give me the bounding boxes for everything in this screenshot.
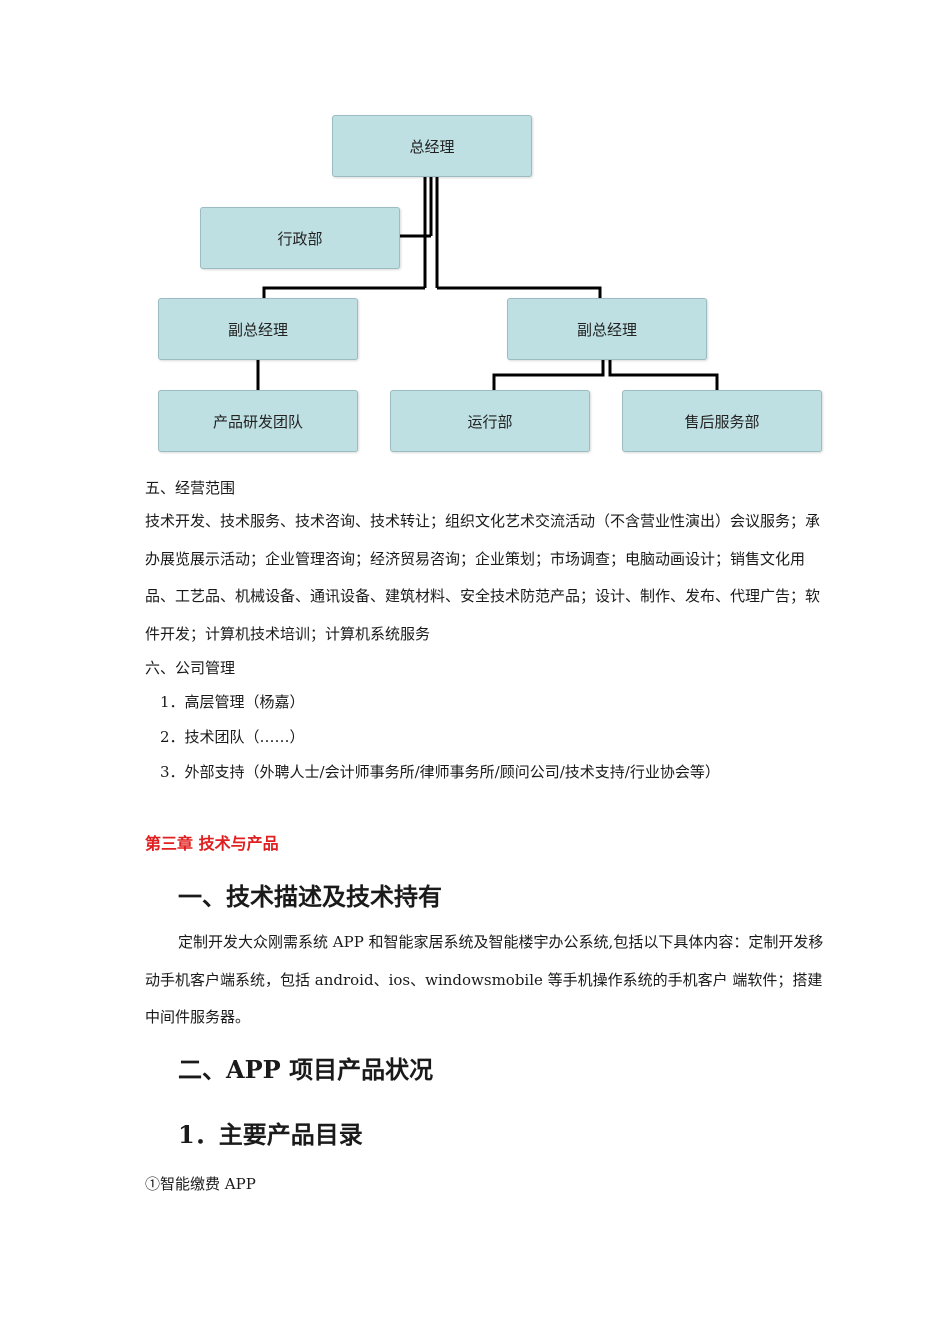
box-vp-right: 副总经理 (507, 298, 707, 360)
box-operations: 运行部 (390, 390, 590, 452)
connector-ops (492, 359, 605, 390)
box-vp-left: 副总经理 (158, 298, 358, 360)
section5-body: 技术开发、技术服务、技术咨询、技术转让；组织文化艺术交流活动（不含营业性演出）会… (145, 512, 821, 643)
section6-title: 六、公司管理 (145, 659, 236, 677)
heading-product-catalog: 1．主要产品目录 (178, 1120, 363, 1149)
tech-paragraph: 定制开发大众刚需系统 APP 和智能家居系统及智能楼宇办公系统,包括以下具体内容… (145, 933, 824, 1026)
connector-vp-right (437, 286, 602, 298)
connector-after-sales (608, 359, 719, 390)
org-chart: 总经理 行政部 副总经理 副总经理 产品研发团队 运行部 售后服务部 (0, 0, 950, 470)
box-vp-left-label: 副总经理 (227, 320, 288, 339)
box-rd-team-label: 产品研发团队 (212, 412, 303, 431)
section6-item-3: 3．外部支持（外聘人士/会计师事务所/律师事务所/顾问公司/技术支持/行业协会等… (160, 763, 720, 781)
org-chart-connectors (256, 176, 719, 390)
section5-title: 五、经营范围 (145, 479, 236, 497)
section6-item-1: 1．高层管理（杨嘉） (160, 693, 305, 711)
catalog-item-1: ①智能缴费 APP (145, 1175, 256, 1193)
box-ceo: 总经理 (332, 115, 532, 177)
box-vp-right-label: 副总经理 (576, 320, 637, 339)
section6-item-2: 2．技术团队（……） (160, 728, 305, 746)
box-after-sales-label: 售后服务部 (684, 412, 760, 431)
box-admin: 行政部 (200, 207, 400, 269)
box-after-sales: 售后服务部 (622, 390, 822, 452)
heading-app-products: 二、APP 项目产品状况 (178, 1055, 434, 1084)
heading-tech-description: 一、技术描述及技术持有 (178, 882, 442, 911)
box-admin-label: 行政部 (277, 229, 323, 248)
box-ceo-label: 总经理 (409, 137, 455, 156)
connector-vp-left (262, 286, 425, 298)
box-operations-label: 运行部 (467, 412, 513, 431)
chapter3-title: 第三章 技术与产品 (145, 834, 279, 853)
box-rd-team: 产品研发团队 (158, 390, 358, 452)
